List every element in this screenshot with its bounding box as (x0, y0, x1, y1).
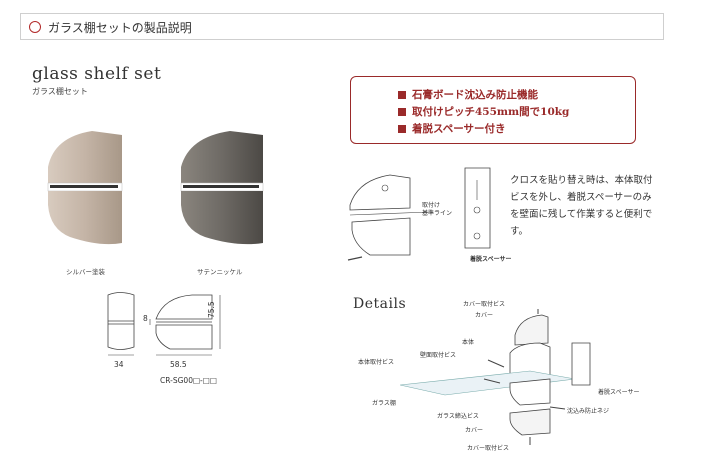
feature-item: 石膏ボード沈込み防止機能 (398, 87, 538, 102)
page-title: ガラス棚セットの製品説明 (48, 21, 192, 35)
spacer-label: 着脱スペーサー (470, 256, 512, 263)
header-bar (20, 13, 664, 40)
dim-height: 75.5 (207, 301, 216, 318)
circle-icon (29, 21, 41, 33)
label-anti-sink-screw: 沈込み防止ネジ (567, 408, 610, 415)
dim-gap: 8 (143, 314, 148, 323)
finish-label-nickel: サテンニッケル (197, 268, 243, 276)
label-spacer: 着脱スペーサー (598, 389, 640, 396)
features-box (350, 76, 636, 144)
dim-side-width: 34 (114, 360, 124, 369)
silver-product-image (47, 131, 123, 245)
exploded-diagram (400, 309, 591, 445)
label-cover-bottom: カバー (465, 427, 484, 434)
baseline-label-2: 基準ライン (422, 210, 453, 217)
product-subtitle: ガラス棚セット (32, 87, 88, 96)
feature-item: 取付けピッチ455mm間で10kg (398, 104, 569, 119)
label-cover-screw-bottom: カバー取付ビス (467, 445, 510, 452)
model-number: CR-SG00□-□□ (160, 376, 217, 385)
details-title: Details (353, 296, 407, 312)
label-glass-screw: ガラス締込ビス (437, 413, 479, 420)
dimension-drawing (107, 292, 221, 356)
feature-item: 着脱スペーサー付き (398, 121, 506, 136)
finish-label-silver: シルバー塗装 (66, 268, 105, 276)
installation-diagram (347, 167, 491, 261)
baseline-label-1: 取付け (422, 202, 441, 209)
dim-width: 58.5 (170, 360, 187, 369)
label-body: 本体 (462, 339, 475, 346)
label-body-screw: 本体取付ビス (358, 359, 395, 366)
label-glass: ガラス棚 (372, 400, 396, 407)
label-cover-top: カバー (475, 312, 494, 319)
label-wall-screw: 壁面取付ビス (420, 352, 457, 359)
label-cover-screw-top: カバー取付ビス (463, 301, 506, 308)
product-title: glass shelf set (32, 64, 162, 84)
nickel-product-image (180, 131, 264, 245)
install-note: クロスを貼り替え時は、本体取付ビスを外し、着脱スペーサーのみを壁面に残して作業す… (510, 175, 653, 237)
